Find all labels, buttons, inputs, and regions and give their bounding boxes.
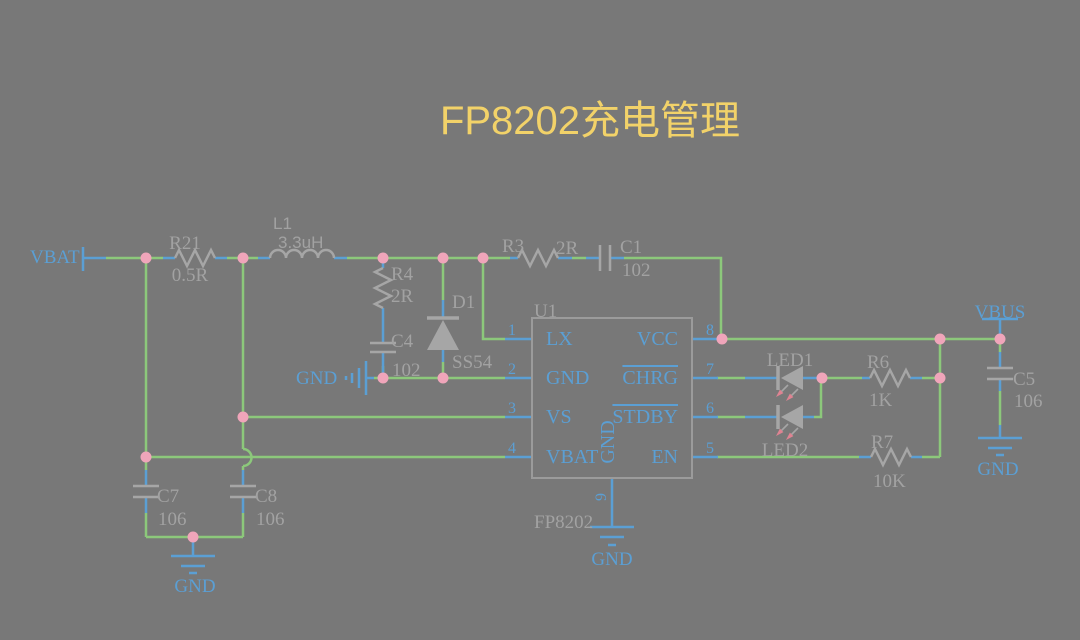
led1-icon (776, 366, 803, 401)
u1-pin-num-1: 1 (508, 322, 516, 339)
u1-pin-name-gnd-bottom: GND (597, 420, 619, 464)
capacitor-c1-icon (598, 245, 612, 271)
capacitor-c7-icon (133, 484, 159, 499)
u1-pin-num-4: 4 (508, 440, 516, 457)
gnd-net-label-chip: GND (591, 549, 633, 570)
gnd-symbol-left-icon (344, 361, 374, 395)
u1-pin-num-8: 8 (706, 322, 714, 339)
r3-value: 2R (556, 238, 579, 259)
u1-pin-name-lx: LX (546, 328, 573, 350)
vbus-net-label: VBUS (974, 302, 1026, 323)
c1-ref: C1 (620, 237, 643, 258)
resistor-r6-icon (868, 367, 912, 389)
resistor-r7-icon (869, 446, 913, 468)
c8-value: 106 (256, 509, 285, 530)
resistor-r3-icon (516, 247, 560, 269)
r6-value: 1K (869, 390, 893, 411)
l1-ref: L1 (273, 214, 292, 233)
capacitor-c8-icon (230, 484, 256, 499)
led1-ref: LED1 (766, 350, 814, 371)
u1-pin-name-vcc: VCC (636, 328, 678, 350)
r7-ref: R7 (871, 432, 894, 453)
u1-chip-body (531, 317, 693, 479)
r4-ref: R4 (391, 264, 414, 285)
c4-value: 102 (392, 360, 421, 381)
u1-ref: U1 (534, 301, 558, 322)
junction-dots (140, 252, 1006, 543)
capacitor-c4-icon (370, 341, 396, 354)
u1-pin-name-en: EN (651, 446, 678, 468)
r4-value: 2R (391, 286, 414, 307)
led2-icon (776, 405, 803, 440)
u1-pin-name-gnd: GND (546, 367, 590, 389)
l1-value: 3.3uH (278, 233, 324, 252)
u1-pin-num-3: 3 (508, 400, 516, 417)
gnd-net-label-right: GND (977, 459, 1019, 480)
vbat-net-label: VBAT (30, 247, 80, 268)
gnd-symbol-right-icon (978, 436, 1022, 457)
resistor-r4-icon (372, 266, 394, 310)
c4-ref: C4 (391, 331, 414, 352)
r21-ref: R21 (169, 233, 201, 254)
u1-pin-name-chrg: CHRG (622, 367, 678, 389)
u1-pin-name-stdby: STDBY (612, 406, 678, 428)
gnd-symbol-chip-icon (590, 478, 634, 547)
u1-pin-num-6: 6 (706, 400, 714, 417)
gnd-net-label-bottomleft: GND (174, 576, 216, 597)
vbat-port-icon (81, 247, 106, 271)
c5-ref: C5 (1013, 369, 1036, 390)
pin-wires-and-ports (81, 247, 1022, 575)
resistor-r21-icon (173, 247, 217, 269)
d1-value: SS54 (452, 352, 493, 373)
c8-ref: C8 (255, 486, 278, 507)
u1-pin-num-2: 2 (508, 361, 516, 378)
diode-d1-icon (427, 316, 459, 350)
c1-value: 102 (622, 260, 651, 281)
u1-pin-num-9: 9 (593, 493, 610, 501)
c5-value: 106 (1014, 391, 1043, 412)
r7-value: 10K (873, 471, 906, 492)
u1-pin-name-vs: VS (546, 406, 572, 428)
gnd-symbol-bottomleft-icon (171, 537, 215, 575)
gnd-net-label-left: GND (296, 368, 338, 389)
component-bodies (133, 245, 1013, 499)
u1-part-number: FP8202 (534, 512, 594, 533)
u1-pin-name-vbat: VBAT (546, 446, 599, 468)
c7-value: 106 (158, 509, 187, 530)
inductor-l1-icon (268, 248, 336, 259)
d1-ref: D1 (452, 292, 476, 313)
u1-pin-num-5: 5 (706, 440, 714, 457)
u1-pin-num-7: 7 (706, 361, 714, 378)
page-title: FP8202充电管理 (439, 99, 741, 143)
led2-ref: LED2 (761, 440, 809, 461)
r6-ref: R6 (867, 352, 890, 373)
r21-value: 0.5R (171, 265, 209, 286)
c7-ref: C7 (157, 486, 180, 507)
r3-ref: R3 (502, 236, 525, 257)
capacitor-c5-icon (987, 366, 1013, 381)
